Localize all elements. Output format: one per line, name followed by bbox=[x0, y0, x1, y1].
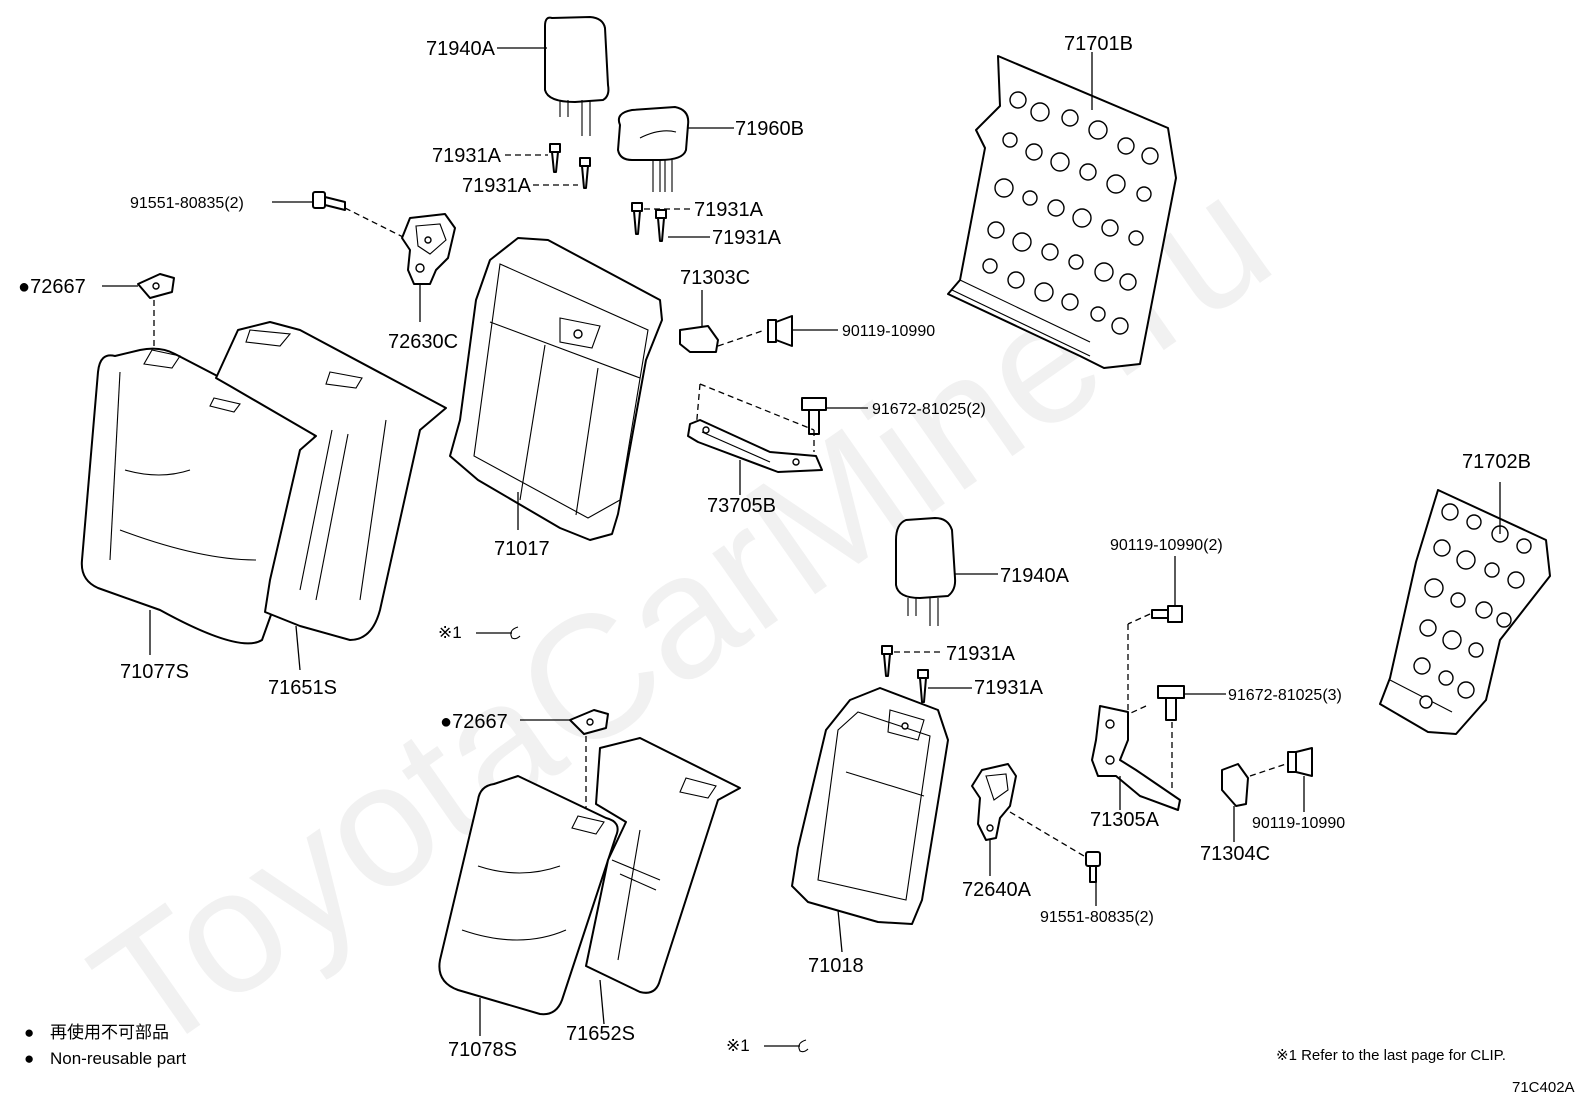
headrest-71940a-upper bbox=[544, 16, 610, 136]
label-71017: 71017 bbox=[494, 538, 550, 560]
label-71018: 71018 bbox=[808, 955, 864, 977]
label-71303c: 71303C bbox=[680, 267, 750, 289]
clip-marker-label-upper: ※1 bbox=[438, 623, 462, 642]
label-71304c: 71304C bbox=[1200, 843, 1270, 865]
headrest-guide-pair-upper bbox=[549, 143, 667, 242]
label-91551-upper: 91551-80835(2) bbox=[130, 195, 244, 212]
label-71940a-upper: 71940A bbox=[426, 38, 496, 60]
clip-symbol-lower bbox=[764, 1039, 809, 1053]
clip-marker-label-lower: ※1 bbox=[726, 1036, 750, 1055]
seatback-pad-71652s bbox=[585, 737, 741, 994]
legend-bullet-1: ● bbox=[24, 1023, 34, 1042]
label-71940a-lower: 71940A bbox=[1000, 565, 1070, 587]
hinge-71305a bbox=[1091, 705, 1181, 811]
back-board-71702b bbox=[1379, 489, 1551, 735]
seatback-lock-72640a bbox=[971, 763, 1017, 841]
hinge-cover-71304c bbox=[1221, 763, 1249, 807]
clip-72667-upper bbox=[137, 273, 175, 299]
bolt-90119-upper bbox=[767, 315, 793, 347]
bolt-91672-triple bbox=[1157, 685, 1185, 721]
label-73705b: 73705B bbox=[707, 495, 776, 517]
label-71931a-6: 71931A bbox=[974, 677, 1044, 699]
seatback-lock-72630c bbox=[401, 213, 456, 285]
hinge-cover-71303c bbox=[679, 325, 719, 353]
label-71931a-5: 71931A bbox=[946, 643, 1016, 665]
label-71931a-3: 71931A bbox=[694, 199, 764, 221]
label-72630c: 72630C bbox=[388, 331, 458, 353]
label-91672-triple: 91672-81025(3) bbox=[1228, 687, 1342, 704]
headrest-71940a-lower bbox=[895, 517, 957, 626]
label-71077s: 71077S bbox=[120, 661, 189, 683]
bolt-91551-lower bbox=[1085, 851, 1101, 883]
bolt-91551-upper bbox=[312, 191, 346, 211]
label-72640a: 72640A bbox=[962, 879, 1032, 901]
bolt-91672-upper bbox=[801, 397, 827, 435]
label-72667-lower: ●72667 bbox=[440, 711, 508, 733]
bolt-90119-lower bbox=[1287, 747, 1313, 777]
back-board-71701b bbox=[947, 55, 1177, 369]
label-71651s: 71651S bbox=[268, 677, 337, 699]
seatback-cover-71078s bbox=[438, 775, 619, 1016]
seatback-frame-71018 bbox=[791, 687, 949, 925]
headrest-71960b bbox=[617, 106, 690, 192]
label-71305a: 71305A bbox=[1090, 809, 1160, 831]
seatback-frame-71017 bbox=[449, 237, 663, 541]
label-71701b: 71701B bbox=[1064, 33, 1133, 55]
headrest-guide-pair-lower bbox=[881, 645, 929, 703]
label-71702b: 71702B bbox=[1462, 451, 1531, 473]
label-71078s: 71078S bbox=[448, 1039, 517, 1061]
label-90119-upper: 90119-10990 bbox=[842, 323, 935, 340]
legend-japanese: 再使用不可部品 bbox=[50, 1022, 169, 1042]
legend-english: Non-reusable part bbox=[50, 1049, 186, 1068]
legend-bullet-2: ● bbox=[24, 1049, 34, 1068]
label-71931a-1: 71931A bbox=[432, 145, 502, 167]
seatback-pad-71651s bbox=[215, 321, 447, 641]
label-91551-lower: 91551-80835(2) bbox=[1040, 909, 1154, 926]
clip-symbol-upper bbox=[476, 626, 521, 640]
clip-72667-lower bbox=[569, 709, 609, 735]
bracket-73705b bbox=[687, 419, 823, 473]
seatback-cover-71077s bbox=[80, 347, 316, 645]
legend: ● 再使用不可部品 ● Non-reusable part bbox=[24, 1022, 186, 1068]
clip-reference-note: ※1 Refer to the last page for CLIP. bbox=[1276, 1047, 1506, 1064]
diagram-code: 71C402A bbox=[1512, 1079, 1575, 1096]
label-71652s: 71652S bbox=[566, 1023, 635, 1045]
label-91672-upper: 91672-81025(2) bbox=[872, 401, 986, 418]
label-90119-pair: 90119-10990(2) bbox=[1110, 537, 1223, 554]
bolt-90119-pair bbox=[1151, 605, 1183, 623]
label-90119-lower: 90119-10990 bbox=[1252, 815, 1345, 832]
label-72667-upper: ●72667 bbox=[18, 276, 86, 298]
label-71931a-2: 71931A bbox=[462, 175, 532, 197]
label-71960b: 71960B bbox=[735, 118, 804, 140]
label-71931a-4: 71931A bbox=[712, 227, 782, 249]
